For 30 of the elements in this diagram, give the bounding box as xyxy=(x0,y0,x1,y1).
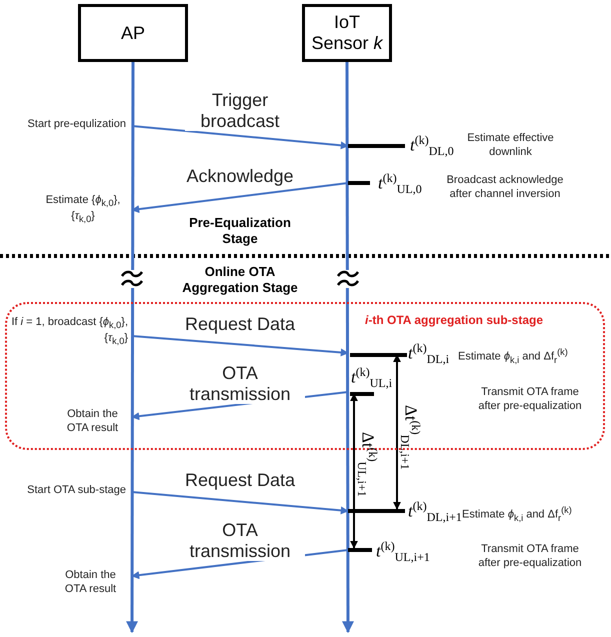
time-mark-bar xyxy=(350,353,407,357)
message-arrow xyxy=(132,125,349,150)
lifeline-head-box xyxy=(302,4,392,62)
time-mark-bar xyxy=(348,548,372,552)
time-mark-bar xyxy=(350,392,374,396)
stage-label: Online OTA Aggregation Stage xyxy=(181,264,299,296)
actor-label: AP xyxy=(120,22,145,44)
sub-stage-title: i-th OTA aggregation sub-stage xyxy=(365,313,544,328)
annotation-text: If i = 1, broadcast {ϕ$_{k,0}$}, {τ$_{k,0}$} xyxy=(10,316,128,348)
annotation-text: Transmit OTA frame after pre-equalization xyxy=(477,543,583,570)
time-mark-bar xyxy=(348,144,405,148)
lifeline-arrow xyxy=(126,62,138,634)
time-mark-bar xyxy=(348,181,370,185)
interval-arrow xyxy=(393,354,401,510)
time-mark-bar xyxy=(348,509,405,513)
annotation-text: Start pre-equlization xyxy=(26,118,126,132)
annotation-text: Start OTA sub-stage xyxy=(26,484,126,498)
interval-arrow xyxy=(350,393,358,549)
annotation-text: Broadcast acknowledge after channel inversion xyxy=(446,174,564,202)
annotation-text: Estimate {ϕ$_{k,0}$}, {τ$_{k,0}$} xyxy=(44,194,122,226)
message-arrow xyxy=(131,182,348,214)
stage-label: Pre-Equalization Stage xyxy=(188,215,292,248)
message-arrow xyxy=(132,335,349,356)
message-arrow xyxy=(132,491,349,514)
annotation-text: Obtain the OTA result xyxy=(64,569,118,597)
actor-label: IoT Sensor k xyxy=(310,12,384,54)
annotation-text: Transmit OTA frame after pre-equalization xyxy=(477,386,583,414)
lifeline-head-box xyxy=(78,4,188,62)
lifeline-arrow xyxy=(342,62,354,634)
annotation-text: Obtain the OTA result xyxy=(66,408,120,436)
